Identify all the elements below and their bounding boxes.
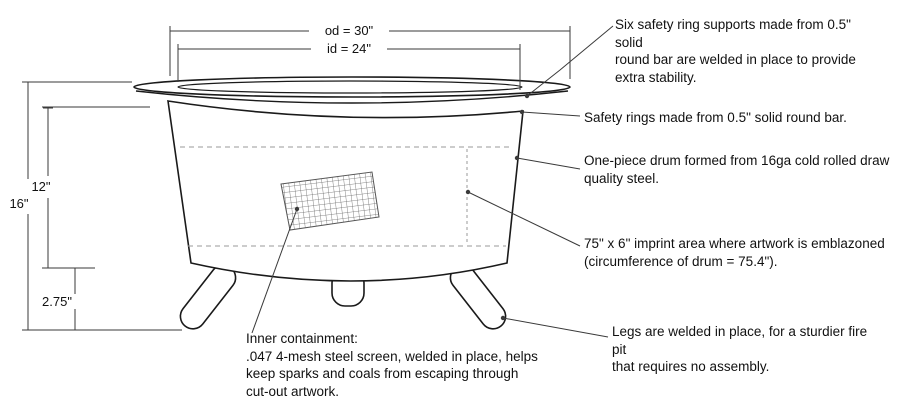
dimension-lines — [22, 26, 571, 331]
rim-inner-ellipse — [177, 80, 523, 94]
dimension-12-label: 12" — [24, 179, 58, 194]
leader-dot-imprint — [465, 189, 471, 195]
dimension-od-line — [169, 26, 571, 79]
annotation-containment: Inner containment: .047 4-mesh steel scr… — [246, 331, 538, 399]
annotation-safety-rings: Safety rings made from 0.5" solid round … — [584, 110, 847, 125]
dimension-id-line — [177, 44, 521, 90]
annotation-legs: Legs are welded in place, for a sturdier… — [612, 324, 868, 375]
annotation-imprint: 75" x 6" imprint area where artwork is e… — [584, 236, 885, 269]
mesh-cutout — [280, 171, 380, 231]
dimension-16-line — [22, 81, 182, 331]
imprint-dashed-area — [180, 146, 512, 247]
annotation-ring-supports: Six safety ring supports made from 0.5" … — [615, 17, 856, 85]
rim-outline — [133, 76, 571, 104]
leader-ring-supports — [526, 25, 614, 97]
leader-dot-drum — [514, 155, 520, 161]
rim-lip-edge — [135, 90, 569, 104]
leader-lines — [251, 25, 614, 338]
leader-dot-ring-supports — [524, 93, 530, 99]
dimension-id-label: id = 24" — [311, 41, 387, 56]
leader-drum — [516, 157, 581, 170]
leader-safety-rings — [521, 111, 581, 117]
dimension-od-label: od = 30" — [309, 23, 389, 38]
annotation-drum: One-piece drum formed from 16ga cold rol… — [584, 153, 890, 186]
leader-containment — [251, 208, 298, 334]
leader-dot-containment — [294, 206, 300, 212]
leader-dots — [294, 93, 530, 321]
leader-dot-legs — [500, 315, 506, 321]
leader-legs — [502, 317, 609, 338]
dimension-16-label: 16" — [2, 196, 36, 211]
leader-dot-safety-rings — [519, 109, 525, 115]
dimension-12-line — [42, 106, 150, 269]
rim-outer-ellipse — [133, 76, 571, 98]
leader-imprint — [467, 191, 581, 247]
dimension-275-label: 2.75" — [37, 294, 77, 309]
